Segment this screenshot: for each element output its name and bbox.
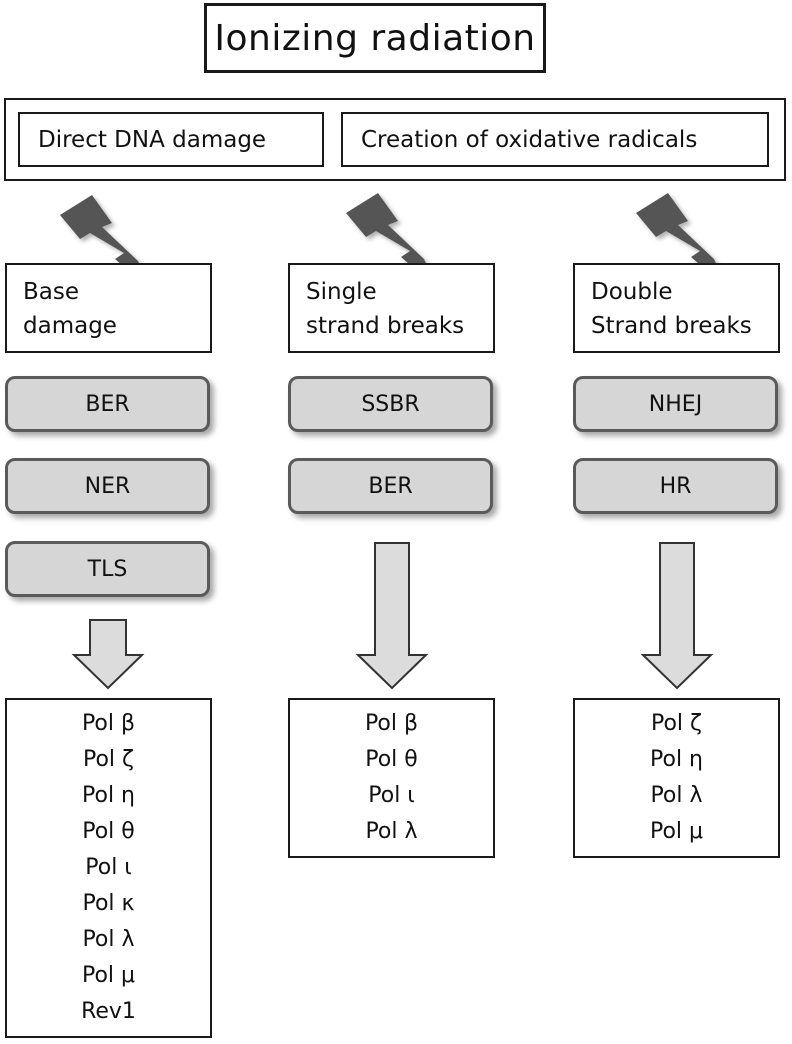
- polymerase-item: Pol ζ: [82, 747, 134, 772]
- polymerase-item: Pol θ: [365, 747, 418, 772]
- damage-label: strand breaks: [306, 313, 465, 339]
- pathway-label: NER: [84, 473, 131, 499]
- source-direct-dna-damage: Direct DNA damage: [18, 112, 324, 167]
- pathway-ber: BER: [5, 376, 210, 432]
- pathway-hr: HR: [573, 458, 778, 514]
- damage-label: Strand breaks: [591, 313, 752, 339]
- pathway-ner: NER: [5, 458, 210, 514]
- polymerase-list-double-strand: Pol ζ Pol η Pol λ Pol μ: [573, 698, 780, 858]
- diagram-title: Ionizing radiation: [214, 17, 536, 59]
- polymerase-item: Pol ι: [368, 783, 415, 808]
- damage-label: Base: [23, 279, 80, 305]
- pathway-ber: BER: [288, 458, 493, 514]
- down-arrow-icon: [640, 542, 714, 690]
- polymerase-item: Pol λ: [365, 819, 418, 844]
- polymerase-item: Pol μ: [81, 963, 136, 988]
- damage-label: Double: [591, 279, 673, 305]
- title-box: Ionizing radiation: [204, 3, 546, 73]
- polymerase-item: Pol λ: [650, 783, 703, 808]
- pathway-label: SSBR: [361, 391, 420, 417]
- polymerase-list-single-strand: Pol β Pol θ Pol ι Pol λ: [288, 698, 495, 858]
- polymerase-item: Pol μ: [649, 819, 704, 844]
- polymerase-item: Rev1: [81, 999, 136, 1024]
- pathway-ssbr: SSBR: [288, 376, 493, 432]
- polymerase-item: Pol β: [364, 711, 419, 736]
- polymerase-item: Pol η: [82, 783, 135, 808]
- source-label: Direct DNA damage: [38, 126, 267, 153]
- polymerase-item: Pol κ: [82, 891, 135, 916]
- pathway-label: BER: [85, 391, 130, 417]
- polymerase-item: Pol η: [650, 747, 703, 772]
- damage-label: Single: [306, 279, 377, 305]
- polymerase-item: Pol ι: [85, 855, 132, 880]
- polymerase-item: Pol ζ: [650, 711, 702, 736]
- damage-sources-container: [4, 98, 786, 181]
- polymerase-item: Pol β: [81, 711, 136, 736]
- polymerase-item: Pol λ: [82, 927, 135, 952]
- pathway-label: NHEJ: [648, 391, 703, 417]
- damage-label: damage: [23, 313, 117, 339]
- damage-box-single-strand: Single strand breaks: [288, 263, 495, 353]
- damage-box-double-strand: Double Strand breaks: [573, 263, 780, 353]
- polymerase-item: Pol θ: [82, 819, 135, 844]
- pathway-label: TLS: [87, 556, 128, 582]
- down-arrow-icon: [71, 619, 145, 690]
- polymerase-list-base-damage: Pol β Pol ζ Pol η Pol θ Pol ι Pol κ Pol …: [5, 698, 212, 1038]
- pathway-label: HR: [659, 473, 692, 499]
- source-label: Creation of oxidative radicals: [361, 126, 698, 153]
- pathway-label: BER: [368, 473, 413, 499]
- pathway-tls: TLS: [5, 541, 210, 597]
- down-arrow-icon: [355, 542, 429, 690]
- damage-box-base: Base damage: [5, 263, 212, 353]
- pathway-nhej: NHEJ: [573, 376, 778, 432]
- source-oxidative-radicals: Creation of oxidative radicals: [341, 112, 769, 167]
